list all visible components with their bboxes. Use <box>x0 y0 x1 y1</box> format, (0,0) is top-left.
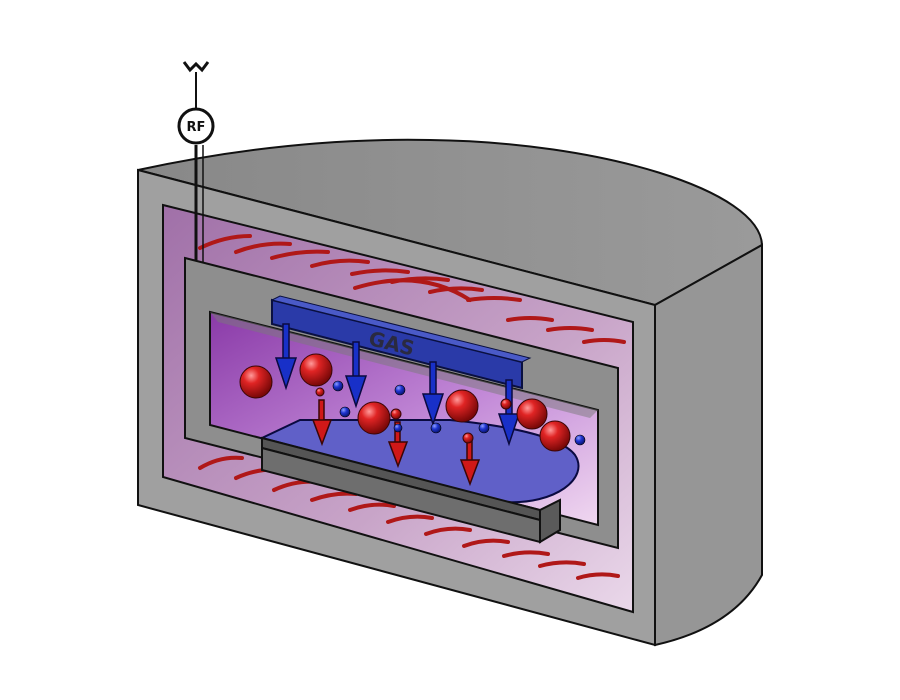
coil-top-arc <box>353 278 472 302</box>
ion <box>539 420 571 452</box>
blue-arrow <box>274 323 298 391</box>
gas-flow-arrows <box>274 323 521 447</box>
red-arrow <box>311 399 333 447</box>
electron <box>574 434 586 446</box>
rf-source: RF <box>177 61 215 262</box>
electron <box>478 422 490 434</box>
ion <box>516 398 548 430</box>
rf-generator-icon <box>177 107 215 145</box>
substrate-wafer <box>259 419 580 504</box>
electron <box>339 406 351 418</box>
blue-arrow <box>497 379 521 447</box>
heating-coils <box>198 234 626 580</box>
electron <box>394 384 406 396</box>
substrate-stage <box>259 419 580 544</box>
ion <box>239 365 273 399</box>
electrons <box>332 380 586 446</box>
rf-label: RF <box>187 120 206 135</box>
ion <box>445 389 479 423</box>
gas-showerhead: GAS <box>270 295 532 390</box>
ion <box>299 353 333 387</box>
ions <box>239 353 571 452</box>
electron <box>332 380 344 392</box>
ion <box>462 432 474 444</box>
chamber-right-side <box>654 243 763 647</box>
electron <box>393 423 403 433</box>
blue-arrow <box>344 341 368 409</box>
red-arrow <box>387 421 409 469</box>
ion-arrows <box>311 399 481 487</box>
blue-arrow <box>421 361 445 427</box>
ground-icon <box>182 61 210 73</box>
ion <box>500 398 512 410</box>
ion <box>357 401 391 435</box>
chamber-top-surface <box>137 138 764 307</box>
electron <box>430 422 442 434</box>
ion <box>390 408 402 420</box>
red-arrow <box>459 439 481 487</box>
ion <box>315 387 325 397</box>
